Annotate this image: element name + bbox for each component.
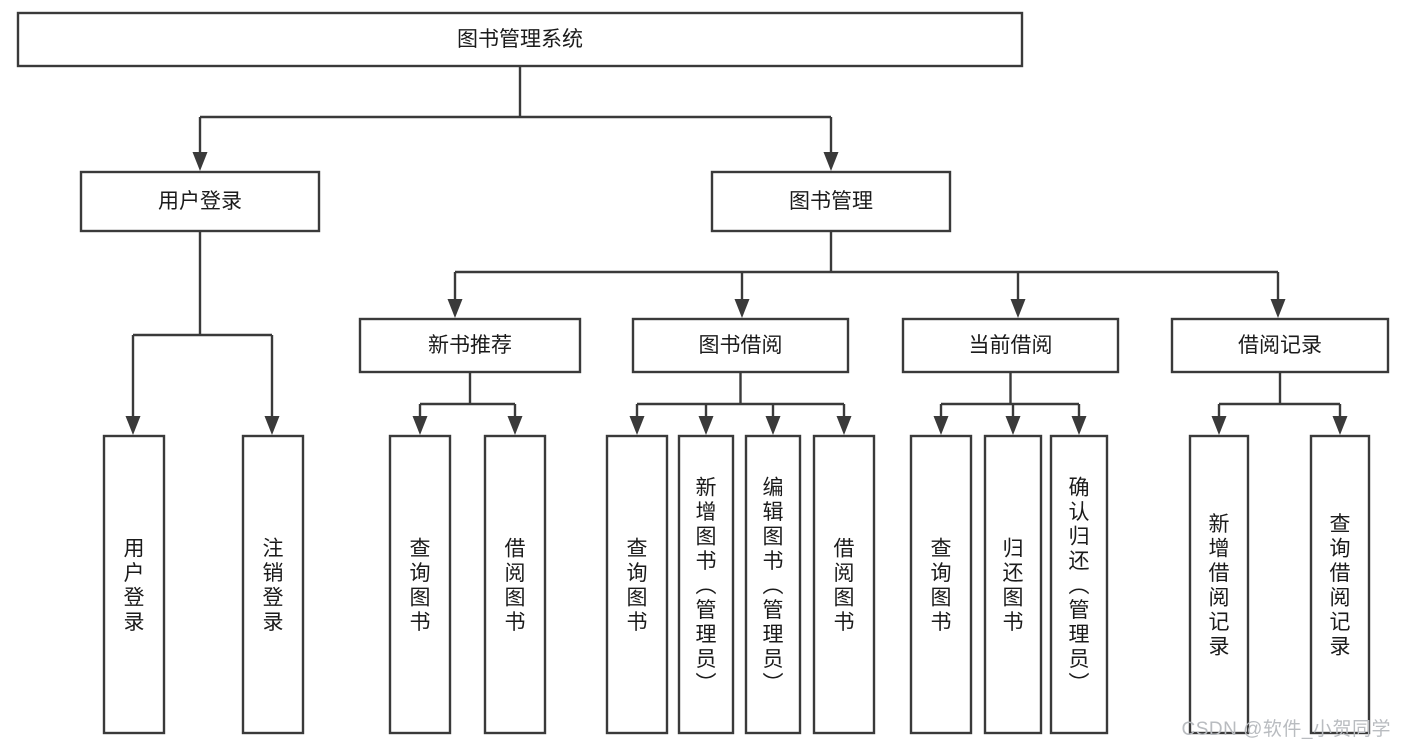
leaf-node-query-book-3[interactable]: 查询图书 xyxy=(909,434,973,735)
node-label-query-book-1: 查询图书 xyxy=(410,538,431,635)
leaf-node-user-login-do[interactable]: 用户登录 xyxy=(102,434,166,735)
node-box-user-login[interactable] xyxy=(79,170,321,233)
node-label-user-login-do: 用户登录 xyxy=(124,538,145,635)
node-label-add-book-admin: 新增图书︵管理员︶ xyxy=(696,476,717,695)
node-label-book-borrow: 图书借阅 xyxy=(699,334,783,357)
node-box-query-borrow-record[interactable] xyxy=(1309,434,1371,735)
node-box-edit-book-admin[interactable] xyxy=(744,434,802,735)
connector-layer xyxy=(125,66,1348,435)
node-box-root[interactable] xyxy=(16,11,1024,68)
leaf-node-borrow-book-1[interactable]: 借阅图书 xyxy=(483,434,547,735)
node-box-user-login-do[interactable] xyxy=(102,434,166,735)
node-box-return-book[interactable] xyxy=(983,434,1043,735)
connector-user-login xyxy=(125,231,280,435)
node-box-new-book-rec[interactable] xyxy=(358,317,582,374)
node-label-query-book-2: 查询图书 xyxy=(627,538,648,635)
node-label-book-manage: 图书管理 xyxy=(789,190,873,213)
node-label-new-book-rec: 新书推荐 xyxy=(428,334,512,357)
leaf-node-borrow-book-2[interactable]: 借阅图书 xyxy=(812,434,876,735)
connector-borrow-record xyxy=(1211,372,1348,435)
leaf-node-edit-book-admin[interactable]: 编辑图书︵管理员︶ xyxy=(744,434,802,735)
level2-node-borrow-record[interactable]: 借阅记录 xyxy=(1170,317,1390,374)
node-label-query-book-3: 查询图书 xyxy=(931,538,952,635)
leaf-node-add-book-admin[interactable]: 新增图书︵管理员︶ xyxy=(677,434,735,735)
leaf-node-query-borrow-record[interactable]: 查询借阅记录 xyxy=(1309,434,1371,735)
level2-node-current-borrow[interactable]: 当前借阅 xyxy=(901,317,1120,374)
root-node-root[interactable]: 图书管理系统 xyxy=(16,11,1024,68)
node-box-current-borrow[interactable] xyxy=(901,317,1120,374)
level1-node-book-manage[interactable]: 图书管理 xyxy=(710,170,952,233)
node-label-borrow-book-1: 借阅图书 xyxy=(505,538,526,635)
node-box-query-book-1[interactable] xyxy=(388,434,452,735)
node-label-user-logout: 注销登录 xyxy=(263,538,284,635)
node-box-confirm-return-admin[interactable] xyxy=(1049,434,1109,735)
node-box-user-logout[interactable] xyxy=(241,434,305,735)
node-box-book-borrow[interactable] xyxy=(631,317,850,374)
connector-book-manage xyxy=(447,231,1286,318)
node-box-book-manage[interactable] xyxy=(710,170,952,233)
node-label-current-borrow: 当前借阅 xyxy=(969,334,1053,357)
level2-node-new-book-rec[interactable]: 新书推荐 xyxy=(358,317,582,374)
node-label-root: 图书管理系统 xyxy=(457,28,583,51)
node-label-confirm-return-admin: 确认归还︵管理员︶ xyxy=(1069,476,1090,695)
leaf-node-user-logout[interactable]: 注销登录 xyxy=(241,434,305,735)
node-box-add-borrow-record[interactable] xyxy=(1188,434,1250,735)
connector-root-to-level1 xyxy=(192,66,839,171)
node-label-borrow-book-2: 借阅图书 xyxy=(834,538,855,635)
node-label-edit-book-admin: 编辑图书︵管理员︶ xyxy=(763,476,784,695)
level2-node-book-borrow[interactable]: 图书借阅 xyxy=(631,317,850,374)
node-label-user-login: 用户登录 xyxy=(158,190,242,213)
node-layer: 图书管理系统用户登录用户登录注销登录图书管理新书推荐查询图书借阅图书图书借阅查询… xyxy=(16,11,1390,735)
connector-book-borrow xyxy=(629,372,852,435)
node-box-query-book-2[interactable] xyxy=(605,434,669,735)
node-label-return-book: 归还图书 xyxy=(1003,538,1024,635)
node-label-query-borrow-record: 查询借阅记录 xyxy=(1330,513,1351,659)
node-box-query-book-3[interactable] xyxy=(909,434,973,735)
node-box-borrow-book-2[interactable] xyxy=(812,434,876,735)
node-label-borrow-record: 借阅记录 xyxy=(1238,334,1322,357)
node-box-borrow-book-1[interactable] xyxy=(483,434,547,735)
node-label-add-borrow-record: 新增借阅记录 xyxy=(1209,513,1230,659)
connector-current-borrow xyxy=(933,372,1087,435)
leaf-node-query-book-2[interactable]: 查询图书 xyxy=(605,434,669,735)
leaf-node-return-book[interactable]: 归还图书 xyxy=(983,434,1043,735)
node-box-borrow-record[interactable] xyxy=(1170,317,1390,374)
level1-node-user-login[interactable]: 用户登录 xyxy=(79,170,321,233)
leaf-node-add-borrow-record[interactable]: 新增借阅记录 xyxy=(1188,434,1250,735)
leaf-node-confirm-return-admin[interactable]: 确认归还︵管理员︶ xyxy=(1049,434,1109,735)
node-box-add-book-admin[interactable] xyxy=(677,434,735,735)
connector-new-book-rec xyxy=(412,372,523,435)
leaf-node-query-book-1[interactable]: 查询图书 xyxy=(388,434,452,735)
